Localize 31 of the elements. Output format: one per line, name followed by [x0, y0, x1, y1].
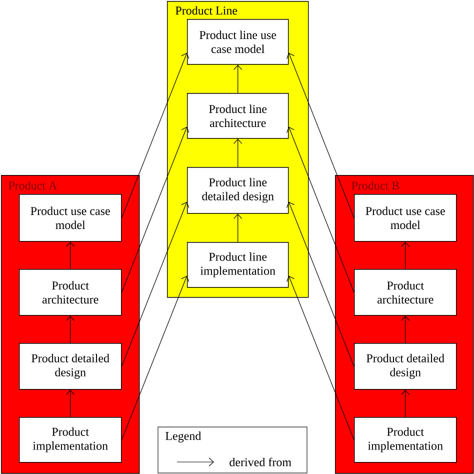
- arrow: [66, 390, 75, 418]
- arrow: [121, 126, 190, 293]
- arrow: [286, 126, 354, 293]
- legend-label: derived from: [230, 458, 292, 466]
- arrow: [234, 138, 242, 168]
- process-box: Product use case model: [354, 194, 457, 242]
- process-box: Product implementation: [19, 417, 122, 463]
- process-box: Product line use case model: [187, 19, 289, 65]
- process-box: Product architecture: [354, 269, 457, 316]
- arrow: [66, 316, 75, 344]
- arrow: [66, 242, 75, 270]
- process-box: Product use case model: [19, 194, 122, 242]
- arrow: [286, 202, 354, 367]
- process-box: Product implementation: [354, 417, 457, 463]
- arrow: [286, 52, 354, 218]
- arrow: [401, 316, 410, 344]
- process-box: Product line architecture: [187, 93, 289, 139]
- legend-title: Legend: [166, 432, 202, 442]
- arrow: [121, 202, 190, 367]
- process-box: Product line implementation: [187, 242, 289, 288]
- arrow: [234, 64, 242, 94]
- arrow: [401, 242, 410, 270]
- arrow: [286, 276, 354, 440]
- process-box: Product architecture: [19, 269, 122, 316]
- process-box: Product detailed design: [354, 343, 457, 390]
- process-box: Product detailed design: [19, 343, 122, 390]
- process-box: Product line detailed design: [187, 167, 289, 214]
- arrow: [121, 52, 190, 218]
- arrow: [121, 276, 190, 440]
- arrow: [401, 390, 410, 418]
- arrow: [234, 214, 242, 242]
